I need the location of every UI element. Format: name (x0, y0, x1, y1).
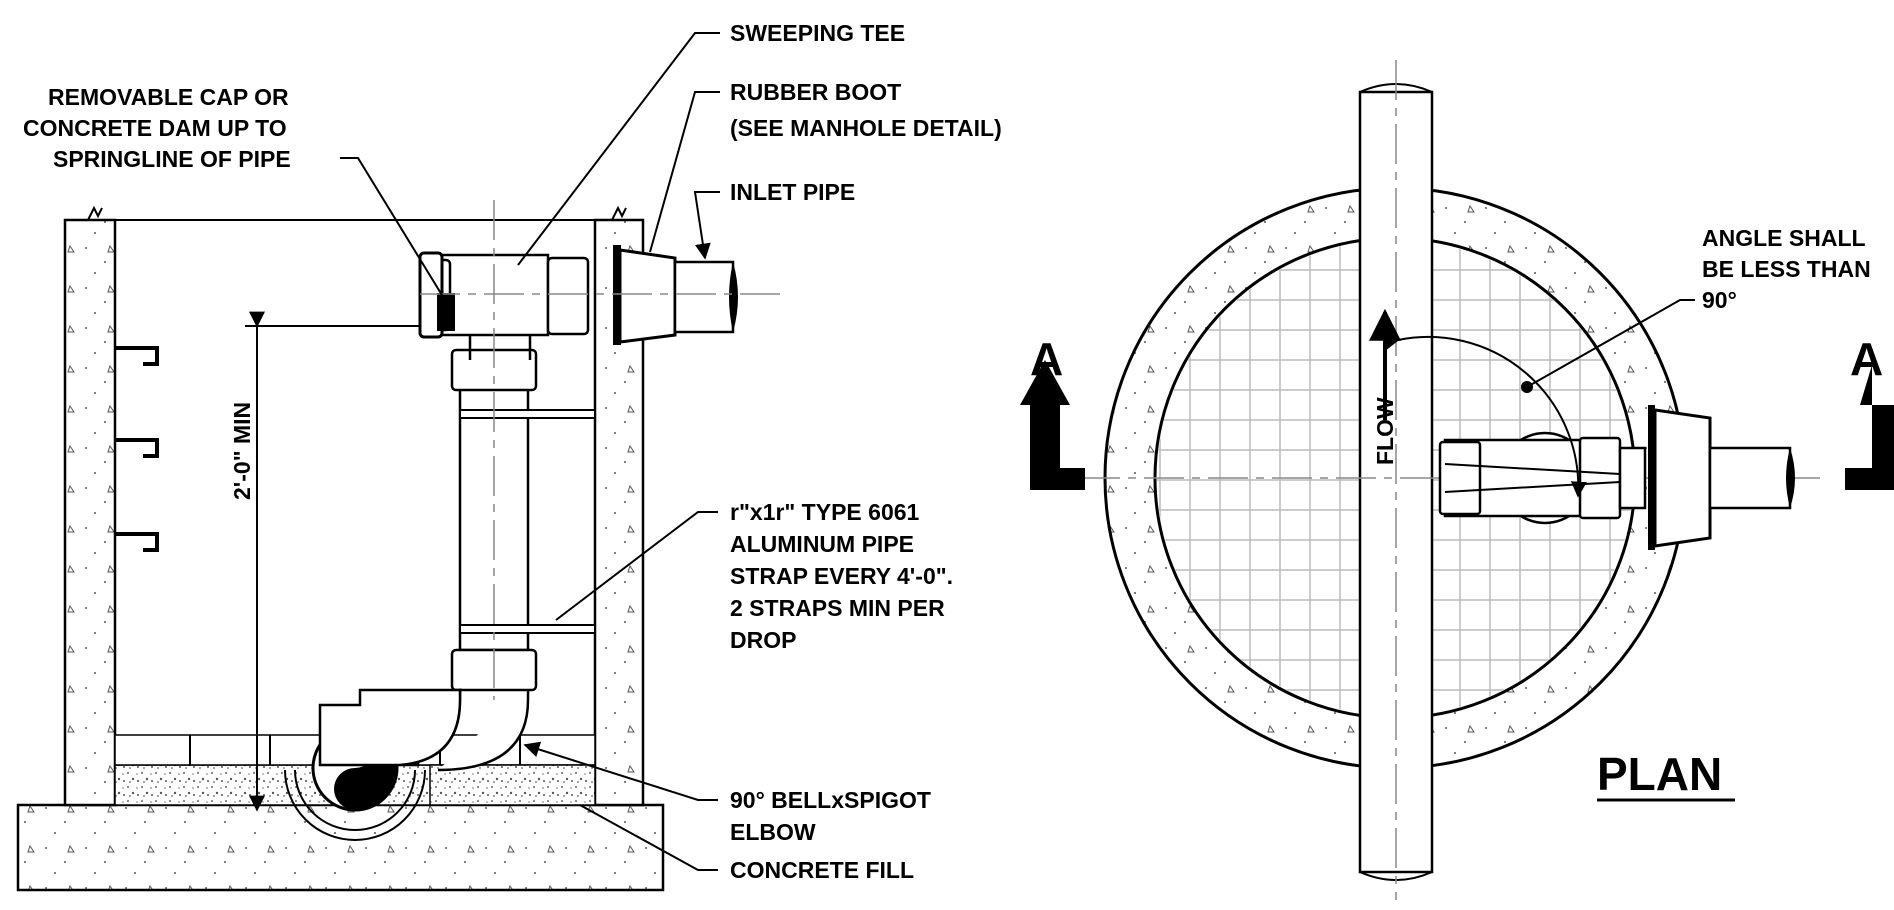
left-wall (63, 218, 117, 807)
rubber-boot (618, 248, 677, 344)
section-arrow-left (1020, 360, 1085, 490)
label-rubber-boot: RUBBER BOOT (730, 79, 901, 105)
ladder-rung (115, 438, 159, 458)
ladder-rung (115, 532, 159, 552)
inlet-pipe (673, 260, 735, 334)
label-removable-cap: REMOVABLE CAP OR (48, 84, 289, 110)
sweeping-tee-body (436, 253, 550, 337)
label-rubber-boot-note: (SEE MANHOLE DETAIL) (730, 115, 1002, 141)
label-inlet-pipe: INLET PIPE (730, 179, 855, 205)
label-elbow-2: ELBOW (730, 819, 816, 845)
dimension-label: 2'-0" MIN (229, 402, 255, 500)
fill-slope (429, 764, 596, 806)
flow-label: FLOW (1372, 397, 1398, 465)
section-view: 2'-0" MIN SWEEPING TEE RUBBER BOOT (SEE … (16, 20, 1002, 892)
angle-label-3: 90° (1702, 287, 1737, 313)
angle-label-1: ANGLE SHALL (1702, 225, 1866, 251)
pipe-strap (459, 624, 596, 634)
base-slab (16, 803, 665, 892)
label-springline: SPRINGLINE OF PIPE (53, 146, 291, 172)
pipe-strap (459, 409, 596, 419)
label-strap-3: STRAP EVERY 4'-0". (730, 563, 953, 589)
plan-title: PLAN (1597, 748, 1722, 800)
label-strap-1: r"x1r" TYPE 6061 (730, 499, 920, 525)
label-elbow-1: 90° BELLxSPIGOT (730, 787, 931, 813)
ladder-rung (115, 346, 159, 366)
plan-view: FLOW ANGLE SHALL BE LESS THAN 90° A A PL… (1020, 60, 1894, 900)
label-strap-2: ALUMINUM PIPE (730, 531, 914, 557)
label-sweeping-tee: SWEEPING TEE (730, 20, 905, 46)
section-mark-left: A (1030, 333, 1063, 385)
section-arrow-right (1845, 405, 1894, 490)
section-mark-right: A (1850, 333, 1883, 385)
label-strap-4: 2 STRAPS MIN PER (730, 595, 945, 621)
angle-label-2: BE LESS THAN (1702, 256, 1871, 282)
label-concrete-fill: CONCRETE FILL (730, 857, 914, 883)
label-concrete-dam: CONCRETE DAM UP TO (23, 115, 287, 141)
label-strap-5: DROP (730, 627, 796, 653)
